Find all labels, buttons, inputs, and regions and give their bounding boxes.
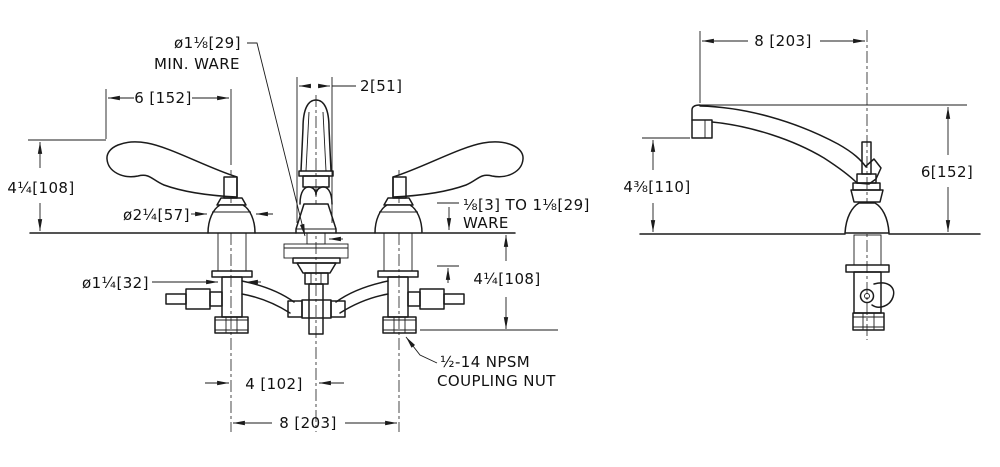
note-coupling-nut-line2: COUPLING NUT: [437, 372, 556, 390]
hook-eye-outer: [859, 288, 875, 304]
side-spout: [691, 104, 967, 185]
center-tee-below-deck: [241, 232, 389, 335]
dim-spout-height-label: 6[152]: [921, 163, 973, 181]
hose-hook: [871, 282, 895, 308]
dim-ware-thickness: ⅛[3] TO 1⅛[29] WARE: [437, 196, 590, 232]
dim-outlet-height: 4⅜[110]: [623, 137, 690, 233]
left-escutcheon: [207, 204, 256, 234]
spout-outlet: [691, 119, 713, 139]
dim-handle-height: 4¼[108]: [7, 139, 106, 232]
dim-handle-height-label: 4¼[108]: [7, 179, 74, 197]
right-wrist-blade: [392, 141, 524, 198]
tee-nut-left: [287, 300, 303, 318]
dim-handle-clearance-label: 6 [152]: [134, 89, 191, 107]
spout-corner: [691, 104, 701, 121]
spout-top-edge: [699, 105, 867, 168]
note-coupling-nut-line1: ½-14 NPSM: [440, 353, 530, 371]
dim-spout-to-valve-label: 4 [102]: [245, 375, 302, 393]
supply-tube-right: [335, 280, 389, 314]
hook-eye-inner: [864, 293, 870, 299]
dim-ware-thickness-note: WARE: [463, 214, 509, 232]
spout-bottom-edge: [711, 121, 858, 184]
dim-valve-spread: 8 [203]: [232, 414, 398, 432]
note-min-ware-dia: ø1⅛[29]: [174, 34, 241, 52]
left-port-stub: [165, 293, 187, 305]
left-handle: [106, 141, 256, 234]
right-valve-below-deck: [377, 232, 465, 334]
dim-valve-spread-label: 8 [203]: [279, 414, 336, 432]
dim-spout-width: 2[51]: [296, 77, 402, 223]
dim-spout-reach-label: 8 [203]: [754, 32, 811, 50]
right-port-stub: [443, 293, 465, 305]
dim-shank-dia: ø1¼[32]: [82, 274, 261, 292]
left-wrist-blade: [106, 141, 238, 198]
tailpiece: [308, 283, 324, 335]
dim-spout-height: 6[152]: [921, 106, 973, 233]
dim-escutcheon-dia-label: ø2¼[57]: [123, 206, 190, 224]
dim-below-deck-height: 4¼[108]: [420, 234, 558, 331]
front-view: 6 [152] 4¼[108] ø1⅛[29] MIN. WARE ø2¼[57…: [7, 34, 589, 432]
right-escutcheon: [374, 204, 423, 234]
note-coupling-nut: ½-14 NPSM COUPLING NUT: [405, 336, 556, 390]
locknut-cone: [296, 262, 337, 274]
left-valve-below-deck: [165, 232, 253, 334]
right-handle: [374, 141, 524, 234]
note-min-ware: ø1⅛[29] MIN. WARE: [154, 34, 343, 242]
side-escutcheon: [844, 202, 890, 234]
left-coupling-nut: [214, 316, 249, 334]
spout-dome: [300, 99, 332, 172]
dim-shank-dia-label: ø1¼[32]: [82, 274, 149, 292]
left-bonnet: [216, 197, 247, 206]
dim-handle-clearance: 6 [152]: [105, 89, 232, 165]
spout-body-facet: [856, 158, 882, 185]
dim-spout-width-label: 2[51]: [360, 77, 402, 95]
spout-knuckles: [299, 186, 333, 205]
side-body: [844, 141, 895, 331]
right-bonnet: [383, 197, 414, 206]
dim-spout-to-valve: 4 [102]: [205, 375, 344, 393]
dim-ware-thickness-label: ⅛[3] TO 1⅛[29]: [463, 196, 590, 214]
dim-escutcheon-dia: ø2¼[57]: [123, 206, 273, 224]
note-min-ware-text: MIN. WARE: [154, 55, 240, 73]
right-coupling-nut: [382, 316, 417, 334]
spout-band: [298, 170, 334, 177]
dim-spout-reach: 8 [203]: [699, 31, 866, 103]
dim-outlet-height-label: 4⅜[110]: [623, 178, 690, 196]
knurled-ring: [850, 189, 884, 203]
side-coupling-nut: [852, 312, 885, 331]
side-view: 8 [203] 6[152] 4⅜[110]: [623, 30, 981, 340]
center-spout-front: [295, 99, 337, 234]
dim-below-deck-height-label: 4¼[108]: [473, 270, 540, 288]
spout-neck: [302, 175, 330, 188]
